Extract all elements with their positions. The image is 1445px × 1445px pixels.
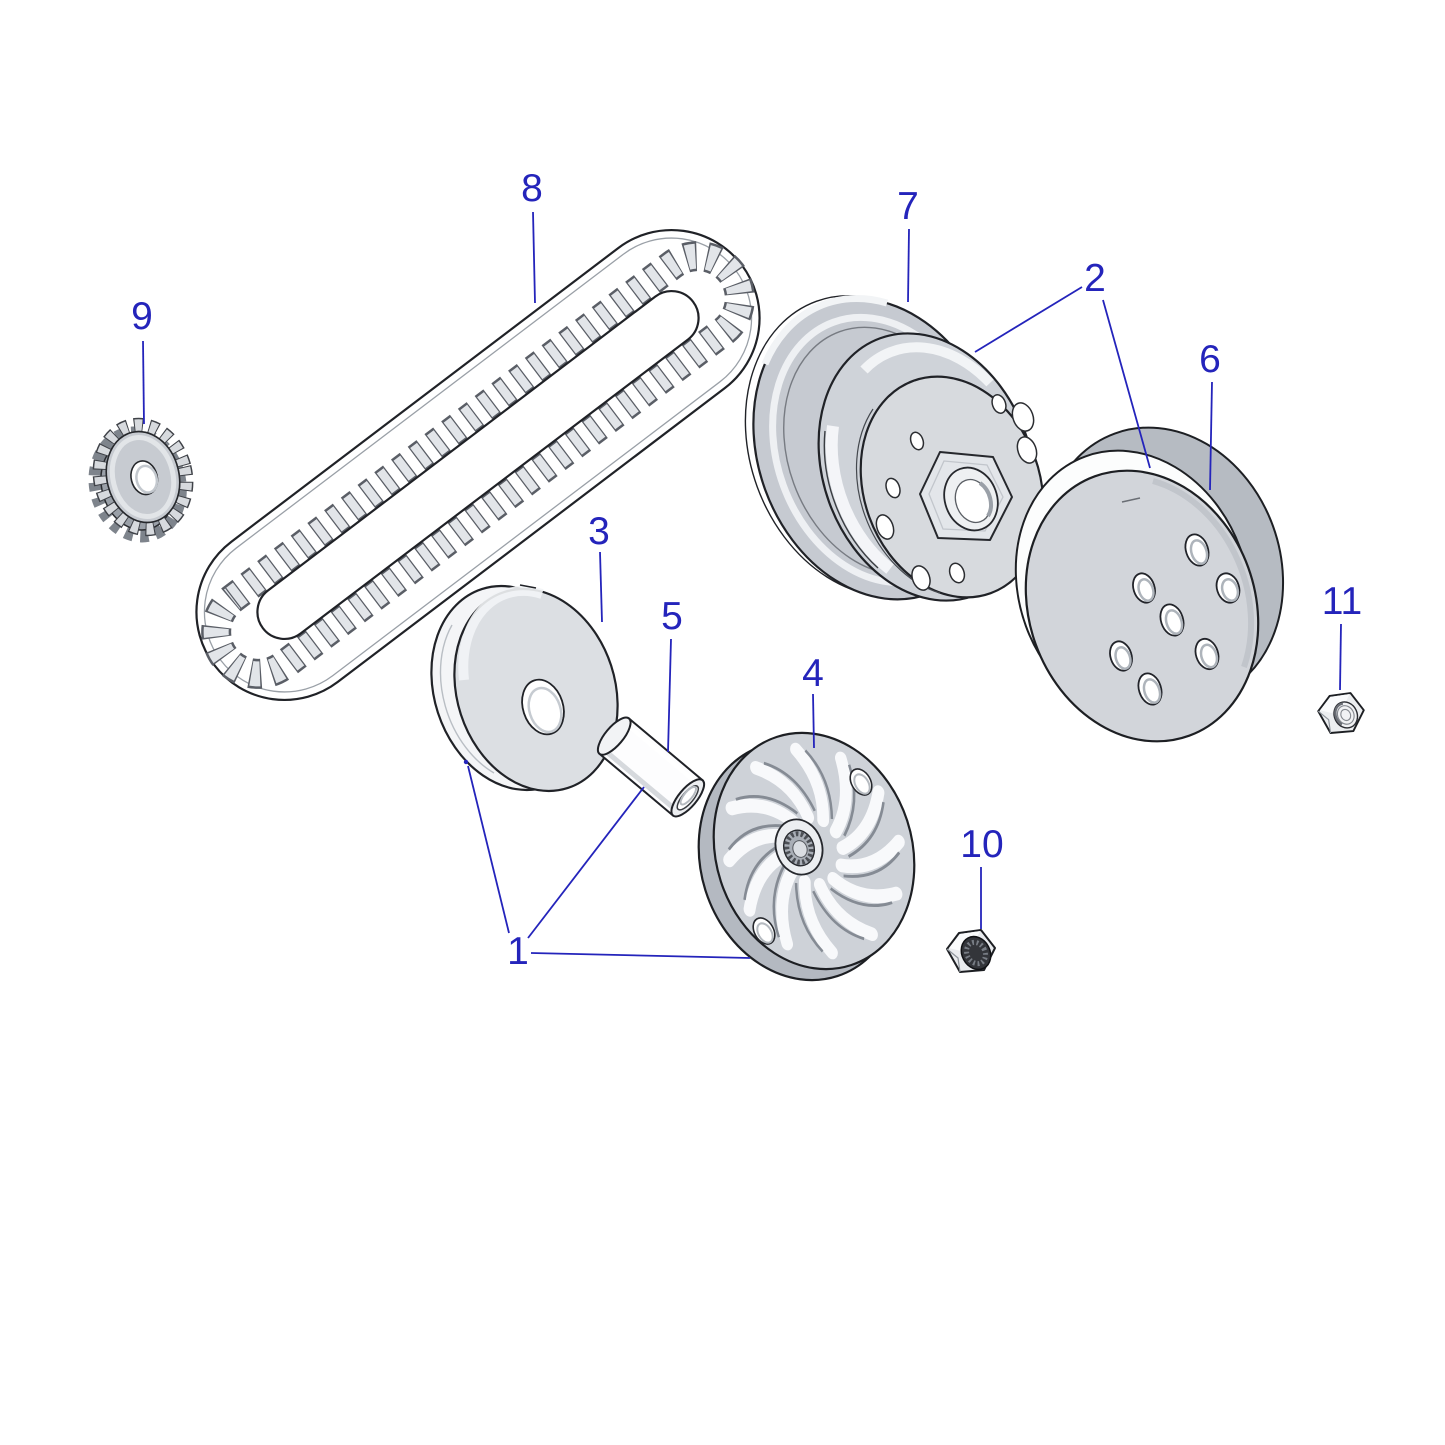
nut-face-edges: [946, 948, 961, 973]
callout-leader-1-drive-face-assembly: [467, 765, 510, 934]
plate-hole: [948, 562, 966, 584]
plate-hole: [1016, 436, 1038, 464]
gear-body-highlight: [109, 435, 177, 519]
pulley-top-notch: [519, 584, 537, 589]
callout-label-8: 8: [521, 167, 543, 210]
callout-leader-11-hex-nut-rear: [1339, 623, 1342, 691]
callout-leader-6-clutch-bell: [1209, 381, 1213, 491]
callout-label-6: 6: [1199, 338, 1221, 381]
bell-hole-shade: [1220, 578, 1240, 602]
callout-leader-3-drive-face-pulley: [599, 551, 603, 623]
callout-dot-1: [463, 759, 469, 765]
belt-teeth: [203, 243, 753, 687]
bell-hole-shade: [1114, 646, 1132, 670]
spacer-far-end: [596, 716, 632, 756]
spacer-bushing: [596, 716, 706, 818]
sheave-top-highlight: [761, 294, 888, 366]
drive-belt: [195, 228, 761, 702]
clutch-shoe-left: [825, 425, 894, 574]
nut-threads: [1340, 708, 1352, 722]
callout-leader-1-drive-face-assembly: [530, 952, 751, 959]
nut-face-edges: [1317, 710, 1332, 734]
plate-hole: [911, 565, 931, 591]
callout-label-7: 7: [897, 185, 919, 228]
callouts-layer: 1 2 3 4 5 6 7 8 9 10 11: [131, 167, 1362, 973]
hub-bore-shade: [978, 481, 993, 518]
callout-label-1: 1: [507, 930, 529, 973]
callout-leader-4-variator-fan-face: [812, 693, 815, 749]
nut-threads: [1336, 705, 1355, 725]
callout-label-9: 9: [131, 295, 153, 338]
hub-hex-bevel: [928, 460, 1004, 532]
plate-hole: [875, 514, 895, 540]
drive-face-pulley: [430, 584, 619, 793]
pinion-gear: [88, 417, 194, 543]
gear-teeth-outline: [92, 417, 194, 537]
clutch-bell: [1014, 426, 1285, 743]
callout-leader-2-clutch-shoe-assembly: [1102, 299, 1151, 469]
fan-hub-splines: [784, 831, 814, 865]
belt-inner-hole: [256, 289, 700, 641]
callout-leader-9-pinion-gear: [142, 340, 145, 425]
clutch-shoe-left-edge: [823, 430, 879, 569]
spacer-bottom-shade: [603, 748, 677, 812]
callout-leader-5-spacer-bushing: [667, 638, 672, 753]
callout-label-10: 10: [960, 823, 1003, 866]
variator-fan-face: [697, 731, 916, 982]
spacer-top-highlight: [625, 722, 699, 786]
pulley-bore-shade: [527, 686, 563, 734]
clutch-shoe-top: [860, 342, 994, 387]
bell-hole-shades: [1114, 539, 1240, 704]
plate-hole: [991, 394, 1007, 414]
callout-leader-2-clutch-shoe-assembly: [974, 286, 1083, 353]
callout-label-4: 4: [802, 652, 824, 695]
nut-threads: [964, 939, 988, 967]
bell-face-shade: [1152, 478, 1255, 668]
callout-leader-7-driven-pulley-sheave: [907, 228, 910, 303]
bell-hole-shade: [1137, 578, 1155, 602]
plate-hole: [909, 431, 925, 451]
fan-hole-shade: [853, 773, 871, 795]
bell-hole-shade: [1189, 539, 1209, 565]
front-plate-holes: [875, 394, 1038, 591]
hex-nut-front: [946, 929, 996, 973]
nut-thread-shade: [1334, 702, 1344, 726]
callout-leader-8-drive-belt: [532, 211, 536, 304]
callout-label-11: 11: [1322, 580, 1363, 623]
bell-hole-shade: [1142, 678, 1162, 704]
pulley-rim-line: [439, 624, 495, 774]
callout-label-2: 2: [1084, 257, 1106, 300]
callout-label-3: 3: [588, 510, 610, 553]
plate-hole: [1011, 402, 1035, 432]
bell-hole-shade: [1164, 609, 1184, 635]
fan-hole-shade: [756, 922, 774, 944]
pulley-face-highlight: [458, 585, 544, 681]
callout-leader-1-drive-face-assembly: [527, 786, 645, 939]
fan-hub-center: [792, 840, 808, 858]
bell-mold-tick: [1121, 497, 1141, 503]
plate-hole: [885, 477, 901, 499]
bell-hole-shade: [1199, 643, 1219, 669]
hex-nut-rear: [1317, 692, 1365, 734]
clutch-assembly: [744, 294, 1045, 602]
gear-bore-shade: [135, 464, 159, 494]
callout-label-5: 5: [661, 595, 683, 638]
